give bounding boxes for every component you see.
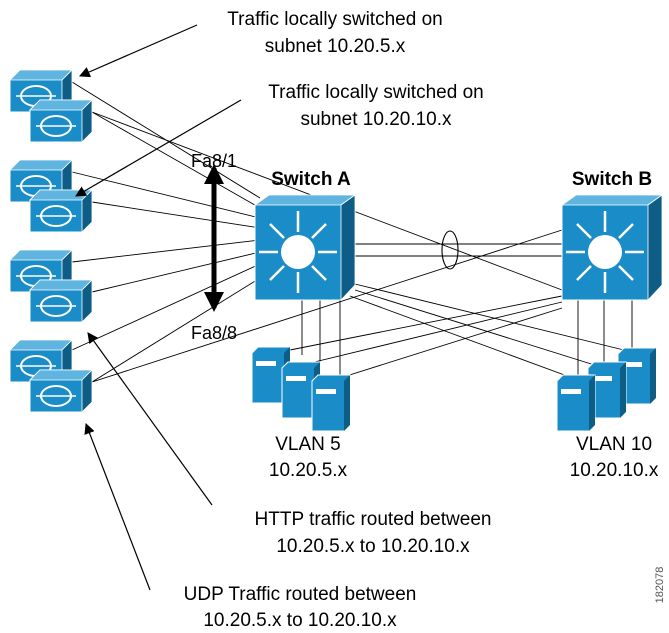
- callout-subnet10-line2: subnet 10.20.10.x: [300, 109, 452, 130]
- callout-http-line1: HTTP traffic routed between: [255, 509, 492, 530]
- switch-trunk: [355, 230, 562, 270]
- callout-subnet5-line2: subnet 10.20.5.x: [265, 36, 406, 57]
- port-label-bottom: Fa8/8: [191, 323, 237, 343]
- callout-arrows: [75, 24, 242, 591]
- access-switch-icon: [29, 369, 93, 413]
- port-channel-ellipse: [441, 230, 459, 270]
- callout-subnet5-line1: Traffic locally switched on: [227, 9, 442, 30]
- vlan5-subnet: 10.20.5.x: [269, 460, 348, 481]
- vlan5-servers: [251, 346, 351, 432]
- switch-b-label: Switch B: [572, 169, 652, 190]
- access-switches: [9, 69, 93, 413]
- callout-udp-line1: UDP Traffic routed between: [184, 584, 417, 605]
- vlan10-name: VLAN 10: [576, 434, 652, 455]
- switch-a-label: Switch A: [271, 169, 351, 190]
- callout-http-line2: 10.20.5.x to 10.20.10.x: [276, 536, 470, 557]
- access-switch-icon: [29, 189, 93, 233]
- port-label-top: Fa8/1: [191, 151, 237, 171]
- figure-id: 182078: [654, 567, 666, 604]
- vlan10-servers: [556, 347, 657, 432]
- access-switch-icon: [29, 279, 93, 323]
- server-icon: [617, 347, 657, 405]
- server-icon: [556, 374, 596, 432]
- access-switch-icon: [29, 99, 93, 143]
- switch-a-icon: [253, 194, 357, 302]
- callout-udp-line2: 10.20.5.x to 10.20.10.x: [203, 610, 397, 631]
- vlan10-subnet: 10.20.10.x: [570, 460, 659, 481]
- server-links: [289, 283, 633, 381]
- server-icon: [311, 374, 351, 432]
- vlan5-name: VLAN 5: [275, 434, 340, 455]
- callout-subnet10-line1: Traffic locally switched on: [268, 82, 483, 103]
- switch-b-icon: [560, 194, 664, 302]
